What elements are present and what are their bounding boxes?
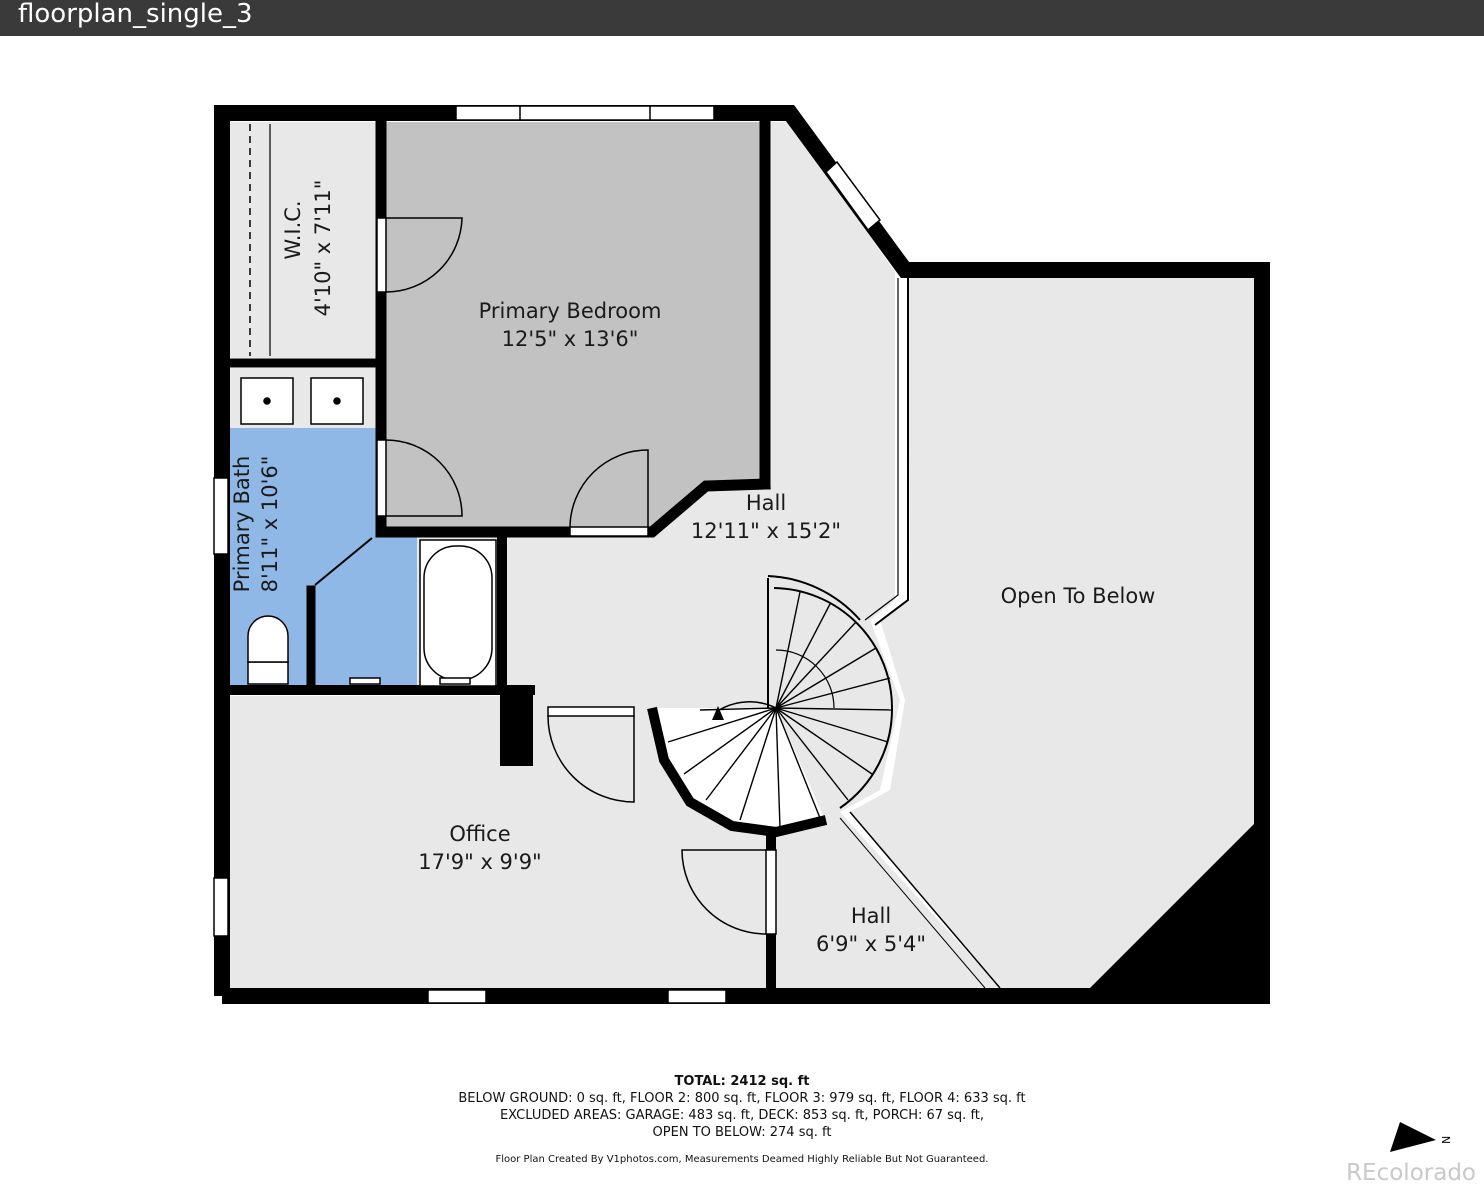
primary-bath-name: Primary Bath [230,456,254,593]
hall-upper-floor [507,122,900,830]
brand-watermark: REcolorado [1346,1160,1476,1186]
excluded-areas: EXCLUDED AREAS: GARAGE: 483 sq. ft, DECK… [499,1108,985,1123]
open-to-below-area: OPEN TO BELOW: 274 sq. ft [652,1125,832,1140]
office-name: Office [449,822,510,846]
toilet-bowl-icon [247,615,289,663]
area-summary: TOTAL: 2412 sq. ft BELOW GROUND: 0 sq. f… [342,1074,1142,1165]
stair-arrow-icon [712,706,724,720]
exterior-walls [214,105,1270,1004]
primary-bedroom-name: Primary Bedroom [479,299,662,323]
open-to-below-name: Open To Below [1001,584,1156,608]
wic-floor [230,122,376,358]
hall-lower-dims: 6'9" x 5'4" [816,932,926,956]
windows [213,105,882,1004]
compass: N [1390,1122,1453,1152]
closet-shelves [249,124,271,356]
corner-fill [1088,822,1256,990]
hall-upper-dims: 12'11" x 15'2" [691,519,841,543]
open-to-below-floor [850,278,1256,988]
primary-bedroom-dims: 12'5" x 13'6" [502,327,639,351]
doors [314,217,777,935]
north-arrow-icon [1390,1122,1436,1152]
room-labels: W.I.C. 4'10" x 7'11" Primary Bedroom 12'… [230,180,1155,956]
north-label: N [1440,1136,1453,1144]
hall-upper-name: Hall [746,491,786,515]
fixtures [240,377,497,687]
primary-bedroom-floor [386,122,760,530]
office-dims: 17'9" x 9'9" [418,850,541,874]
wic-dims: 4'10" x 7'11" [311,180,335,317]
total-area: TOTAL: 2412 sq. ft [674,1074,810,1089]
primary-bath-dims: 8'11" x 10'6" [258,456,282,593]
image-title: floorplan_single_3 [18,0,253,29]
spiral-stair [647,278,1001,989]
floor-areas: BELOW GROUND: 0 sq. ft, FLOOR 2: 800 sq.… [458,1091,1026,1106]
toilet-tank-icon [247,661,289,685]
credit-line: Floor Plan Created By V1photos.com, Meas… [495,1154,989,1165]
top-bar: floorplan_single_3 [0,0,1484,36]
hall-lower-floor [776,812,1000,988]
pillar [500,686,533,766]
hall-lower-name: Hall [851,904,891,928]
wic-name: W.I.C. [281,200,305,259]
